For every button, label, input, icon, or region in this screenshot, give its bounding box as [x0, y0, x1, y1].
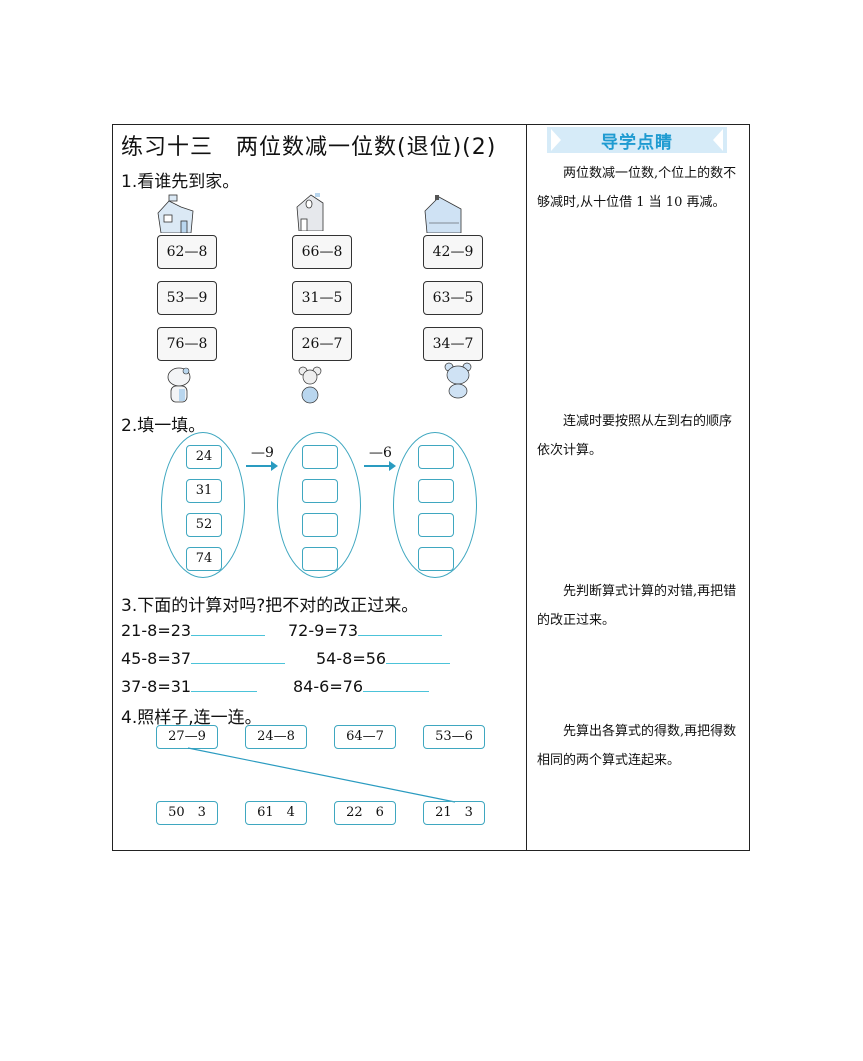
correction-blank[interactable] — [191, 649, 286, 664]
match-expression[interactable]: 21 3 — [423, 801, 485, 825]
answer-box[interactable] — [418, 479, 454, 503]
kitty-icon — [167, 367, 191, 403]
guide-column: 导学点睛 两位数减一位数,个位上的数不够减时,从十位借 1 当 10 再减。 连… — [527, 125, 751, 852]
q1-heading: 1.看谁先到家。 — [121, 172, 240, 192]
guide-tip: 先判断算式计算的对错,再把错的改正过来。 — [537, 584, 737, 628]
q4-heading: 4.照样子,连一连。 — [121, 708, 262, 728]
input-number: 24 — [186, 445, 222, 469]
q2-heading: 2.填一填。 — [121, 416, 206, 436]
correction-blank[interactable] — [191, 677, 258, 692]
house-icon — [424, 195, 462, 233]
operation-label: —9 — [251, 445, 274, 461]
match-expression[interactable]: 61 4 — [245, 801, 307, 825]
correction-blank[interactable] — [363, 677, 430, 692]
chevron-left-icon — [713, 129, 723, 151]
house-icon — [296, 193, 324, 231]
result-oval-1 — [277, 432, 361, 578]
expression-box: 42—9 — [423, 235, 483, 269]
input-number: 31 — [186, 479, 222, 503]
equation: 84-6=76 — [293, 677, 364, 696]
equation: 37-8=31 — [121, 677, 192, 696]
match-expression[interactable]: 64—7 — [334, 725, 396, 749]
guide-tip: 两位数减一位数,个位上的数不够减时,从十位借 1 当 10 再减。 — [537, 166, 737, 210]
answer-box[interactable] — [418, 547, 454, 571]
arrow-right-icon — [364, 461, 396, 471]
answer-box[interactable] — [418, 513, 454, 537]
match-expression[interactable]: 24—8 — [245, 725, 307, 749]
example-connect-line — [187, 747, 456, 803]
expression-box: 63—5 — [423, 281, 483, 315]
guide-tip: 先算出各算式的得数,再把得数相同的两个算式连起来。 — [537, 724, 737, 768]
column-divider — [526, 125, 527, 850]
house-icon — [157, 194, 194, 233]
expression-box: 76—8 — [157, 327, 217, 361]
equation: 45-8=37 — [121, 649, 192, 668]
expression-box: 31—5 — [292, 281, 352, 315]
correction-blank[interactable] — [358, 621, 443, 636]
expression-box: 66—8 — [292, 235, 352, 269]
answer-box[interactable] — [302, 547, 338, 571]
equation: 54-8=56 — [316, 649, 387, 668]
guide-title: 导学点睛 — [601, 133, 673, 153]
operation-label: —6 — [369, 445, 392, 461]
bear-icon — [444, 362, 472, 399]
answer-box[interactable] — [418, 445, 454, 469]
answer-box[interactable] — [302, 513, 338, 537]
result-oval-2 — [393, 432, 477, 578]
page-title: 练习十三 两位数减一位数(退位)(2) — [121, 135, 497, 160]
answer-box[interactable] — [302, 445, 338, 469]
match-expression[interactable]: 27—9 — [156, 725, 218, 749]
expression-box: 34—7 — [423, 327, 483, 361]
guide-tip: 连减时要按照从左到右的顺序依次计算。 — [537, 414, 733, 458]
input-number: 52 — [186, 513, 222, 537]
q3-heading: 3.下面的计算对吗?把不对的改正过来。 — [121, 596, 419, 616]
equation: 72-9=73 — [288, 621, 359, 640]
expression-box: 26—7 — [292, 327, 352, 361]
chevron-right-icon — [551, 129, 561, 151]
match-expression[interactable]: 53—6 — [423, 725, 485, 749]
expression-box: 53—9 — [157, 281, 217, 315]
arrow-right-icon — [246, 461, 278, 471]
input-oval — [161, 432, 245, 578]
match-expression[interactable]: 50 3 — [156, 801, 218, 825]
answer-box[interactable] — [302, 479, 338, 503]
match-expression[interactable]: 22 6 — [334, 801, 396, 825]
worksheet: 练习十三 两位数减一位数(退位)(2) 1.看谁先到家。 62—8 53—9 7… — [112, 124, 750, 851]
equation: 21-8=23 — [121, 621, 192, 640]
guide-banner: 导学点睛 — [547, 127, 727, 153]
mouse-icon — [298, 366, 322, 404]
input-number: 74 — [186, 547, 222, 571]
correction-blank[interactable] — [386, 649, 451, 664]
correction-blank[interactable] — [191, 621, 266, 636]
expression-box: 62—8 — [157, 235, 217, 269]
